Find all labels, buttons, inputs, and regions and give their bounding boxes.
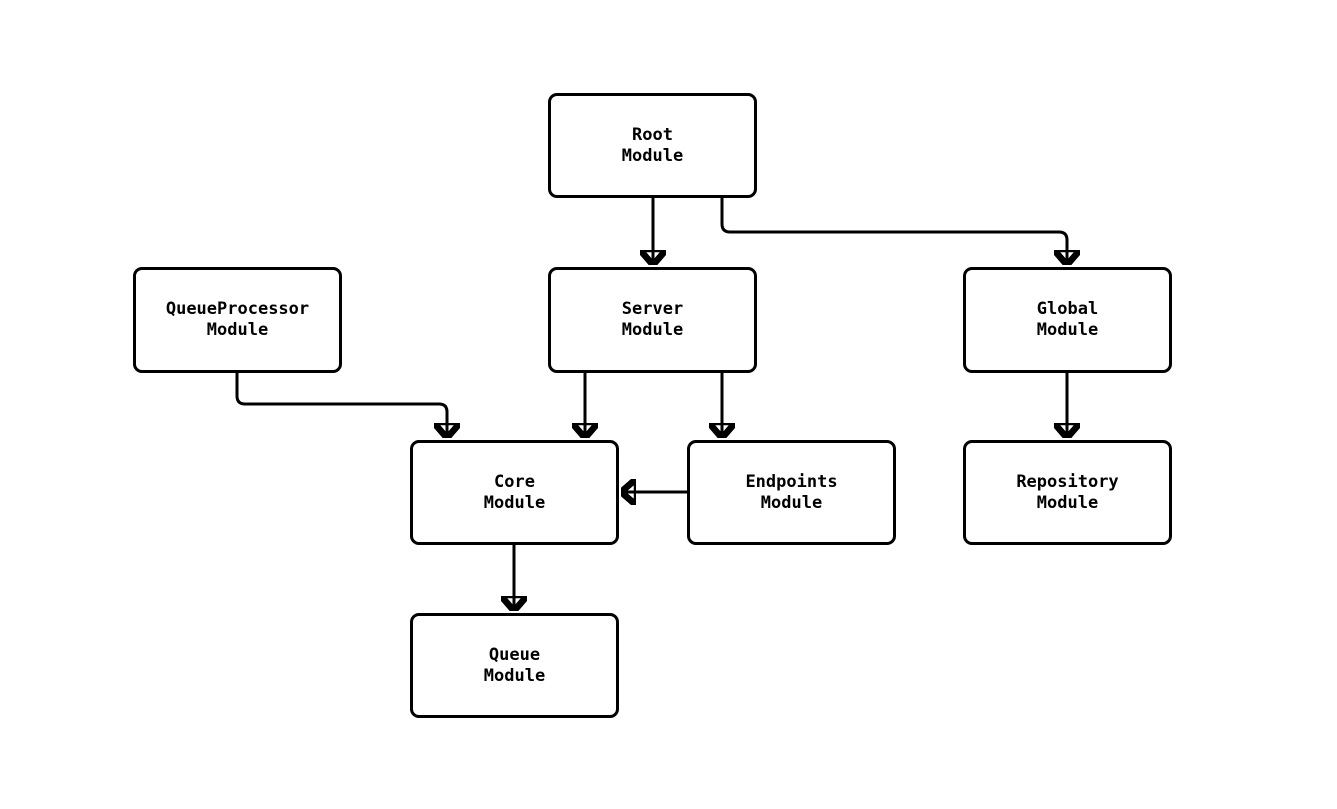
node-repository-module: Repository Module [963,440,1172,545]
node-label-line: Module [483,492,546,513]
node-label-line: Core [494,471,535,492]
node-label-line: Module [1036,320,1099,340]
edge-root-to-global [720,198,1067,265]
node-endpoints-module: Endpoints Module [687,440,896,545]
node-label: Core Module [484,472,545,514]
node-server-module: Server Module [548,267,757,373]
node-label-line: Module [206,320,269,340]
edge-queueprocessor-to-core [235,373,447,438]
node-label-line: Endpoints [745,471,838,492]
node-label-line: Server [621,299,684,319]
node-label-line: Module [1036,492,1099,513]
node-label-line: Module [483,665,546,686]
node-global-module: Global Module [963,267,1172,373]
node-label-line: QueueProcessor [165,299,310,319]
node-root-module: Root Module [548,93,757,198]
node-label: Root Module [622,125,683,167]
node-label-line: Module [760,492,823,513]
node-label: Queue Module [484,645,545,687]
node-label: Endpoints Module [745,472,837,514]
node-label: Global Module [1037,299,1098,341]
node-label-line: Module [621,145,684,166]
node-label-line: Queue [488,644,541,665]
node-label: QueueProcessor Module [166,299,309,341]
node-label: Server Module [622,299,683,341]
node-label-line: Global [1036,299,1099,319]
node-queueprocessor-module: QueueProcessor Module [133,267,342,373]
node-label: Repository Module [1016,472,1118,514]
node-queue-module: Queue Module [410,613,619,718]
node-label-line: Root [632,124,673,145]
node-label-line: Repository [1016,471,1119,492]
node-core-module: Core Module [410,440,619,545]
node-label-line: Module [621,320,684,340]
